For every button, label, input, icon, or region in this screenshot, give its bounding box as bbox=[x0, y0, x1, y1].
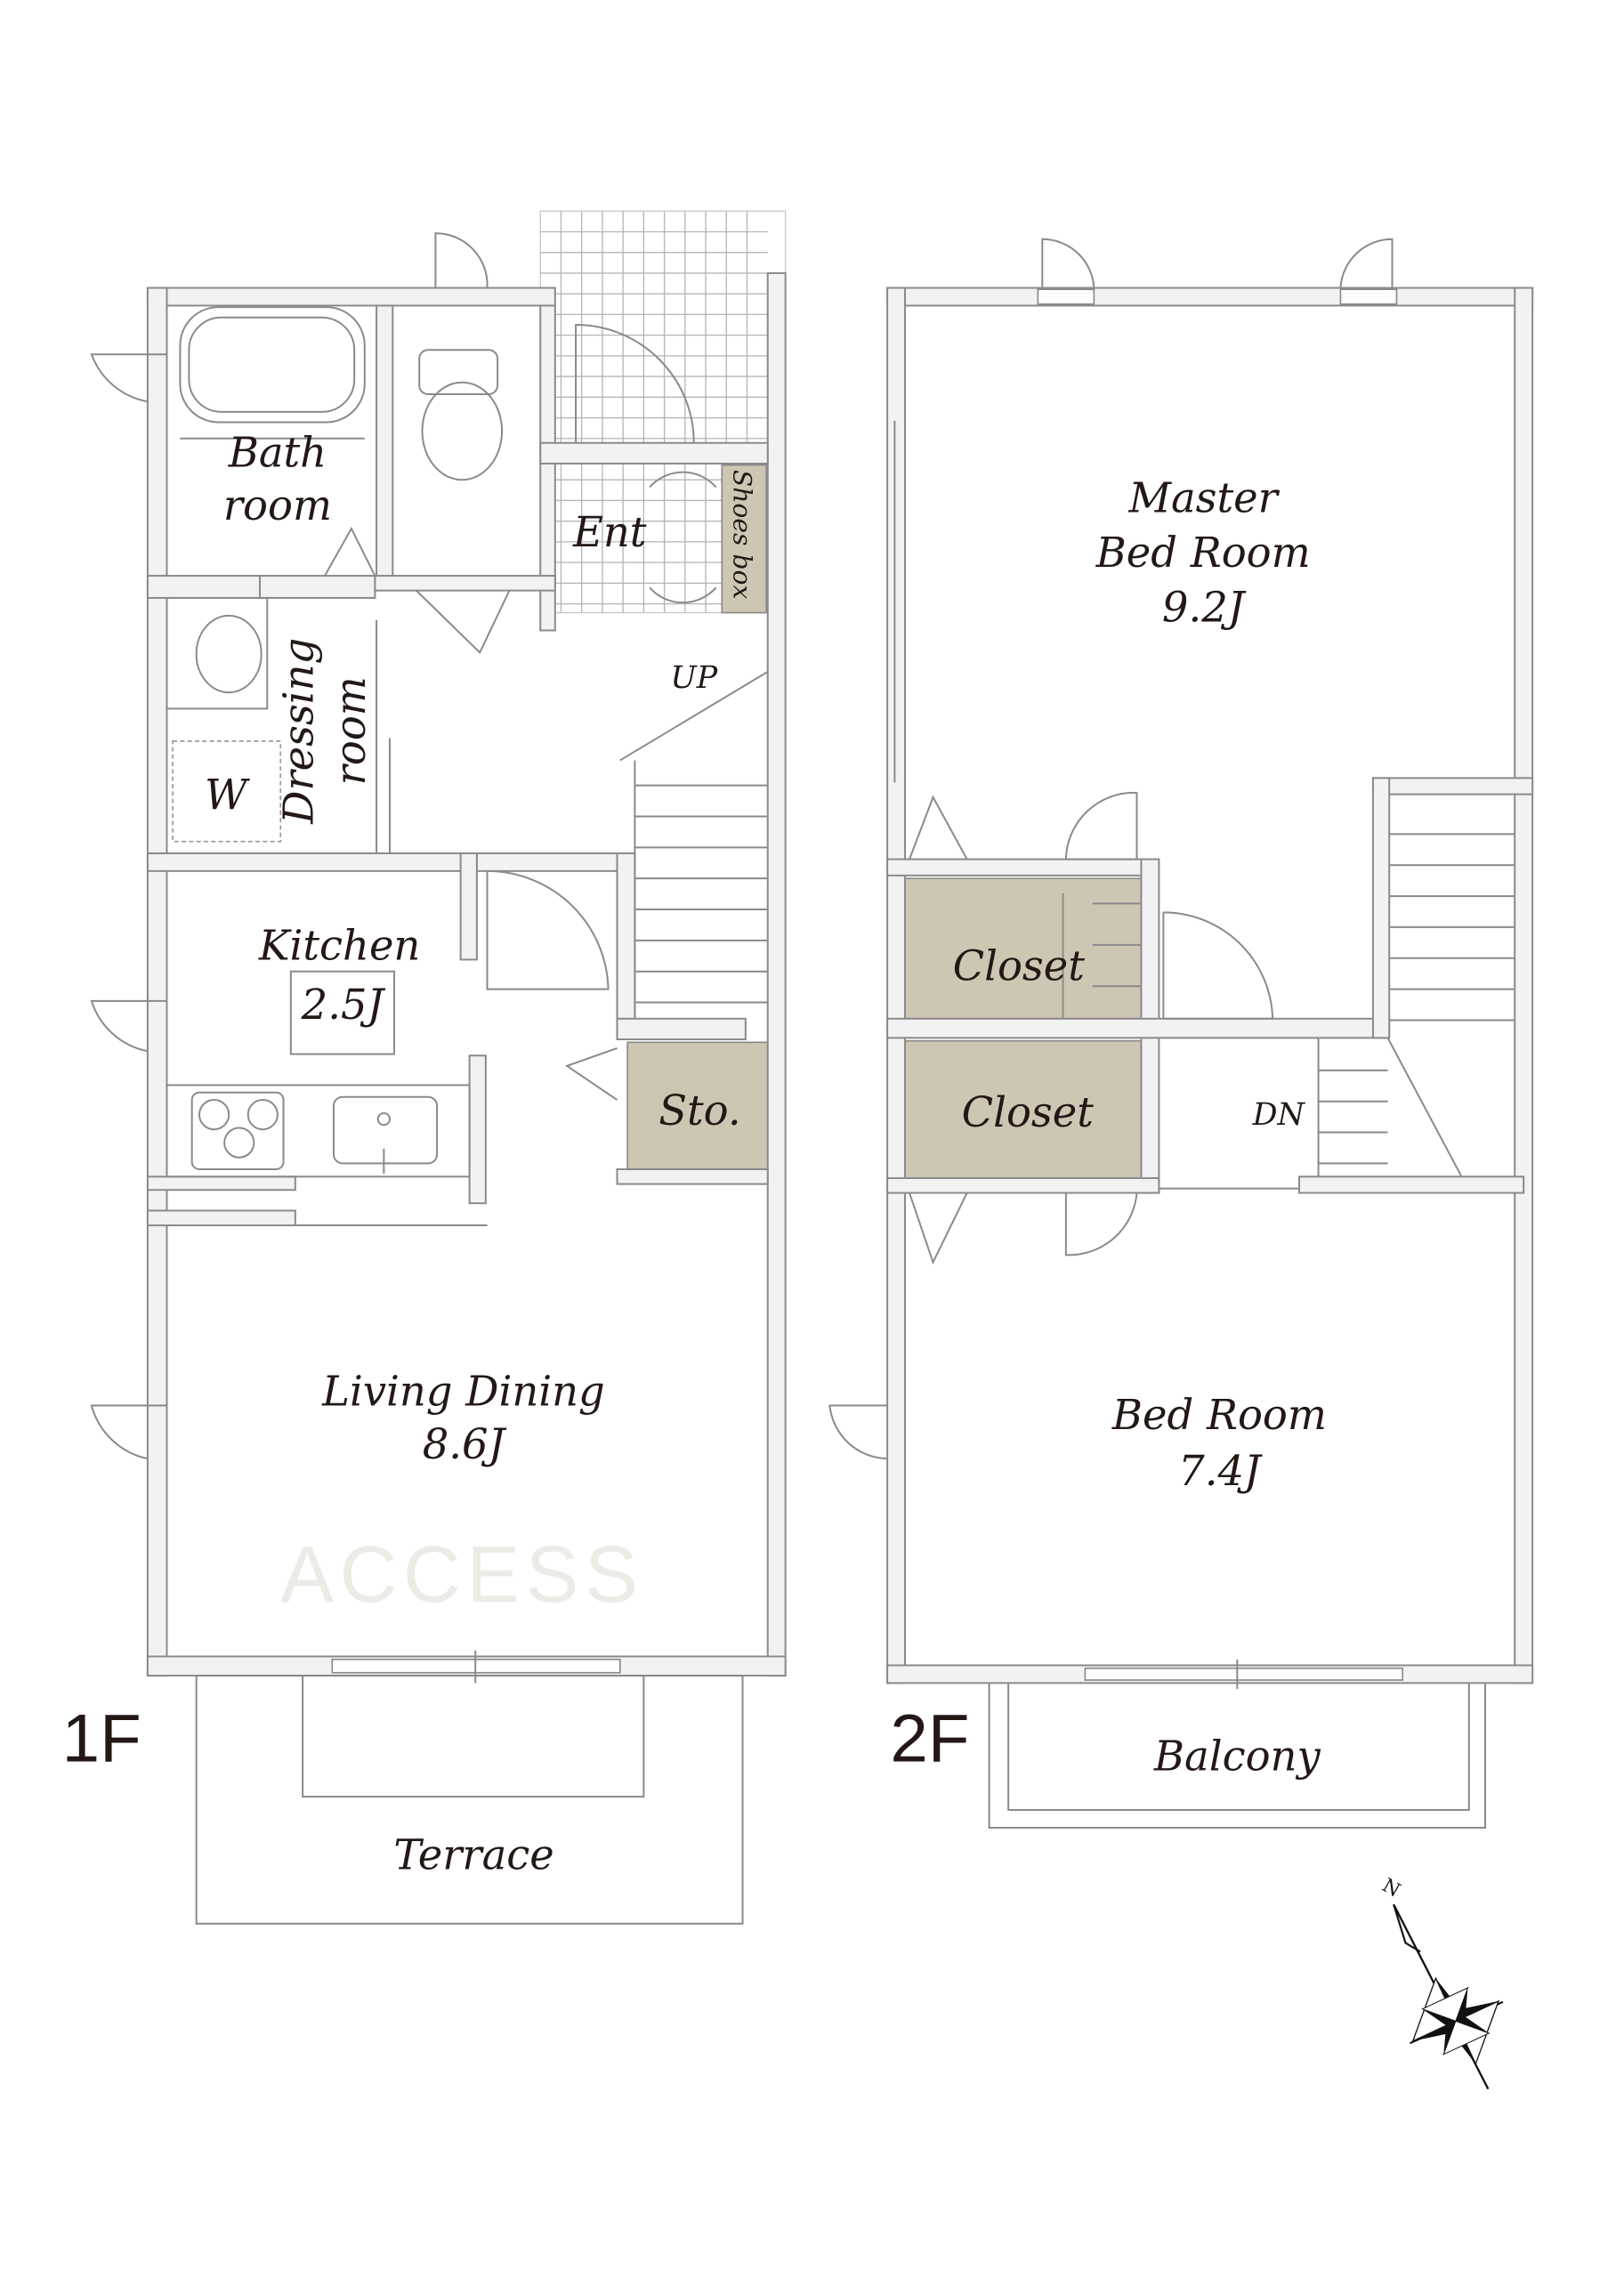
entrance-label: Ent bbox=[572, 508, 647, 556]
wall bbox=[146, 287, 168, 1677]
living-dining-size: 8.6J bbox=[423, 1420, 507, 1468]
closet-2-label: Closet bbox=[962, 1088, 1095, 1136]
bedroom-size: 7.4J bbox=[1178, 1447, 1263, 1495]
bath-room-label-2: room bbox=[223, 481, 332, 529]
doors-2f bbox=[828, 238, 1394, 1460]
stove-icon bbox=[190, 1091, 285, 1171]
master-bedroom-size: 9.2J bbox=[1162, 583, 1247, 631]
toilet-icon bbox=[418, 349, 504, 481]
kitchen-label: Kitchen bbox=[258, 921, 421, 969]
terrace bbox=[195, 1675, 744, 1925]
shoes-box bbox=[721, 464, 767, 614]
master-bedroom-label-1: Master bbox=[1127, 474, 1280, 522]
floor-2-label: 2F bbox=[890, 1700, 969, 1776]
floor-1: Bath room Ent Shoes box Dressing room W … bbox=[62, 210, 787, 1925]
bedroom-label: Bed Room bbox=[1111, 1391, 1327, 1439]
doors-1f bbox=[90, 232, 717, 1460]
closet-2 bbox=[904, 1039, 1143, 1179]
kitchen-label-box bbox=[289, 970, 395, 1055]
master-bedroom-label-2: Bed Room bbox=[1095, 529, 1311, 577]
staircase-2f bbox=[1317, 833, 1515, 1177]
shoes-box-label: Shoes box bbox=[728, 470, 757, 600]
stairs-down-label: DN bbox=[1252, 1097, 1306, 1133]
compass-icon: N bbox=[1378, 1875, 1504, 2090]
dressing-room-label-1: Dressing bbox=[275, 638, 323, 825]
kitchen-size: 2.5J bbox=[301, 981, 386, 1029]
watermark: ACCESS bbox=[280, 1530, 643, 1619]
wall bbox=[766, 271, 787, 1677]
storage-area bbox=[626, 1041, 769, 1183]
compass-north-label: N bbox=[1378, 1875, 1404, 1902]
balcony-label: Balcony bbox=[1153, 1732, 1321, 1780]
washer-label: W bbox=[205, 771, 250, 819]
washer-space bbox=[172, 740, 282, 843]
storage-label: Sto. bbox=[658, 1086, 740, 1135]
closet-1-label: Closet bbox=[953, 942, 1086, 990]
terrace-label: Terrace bbox=[393, 1830, 553, 1878]
entrance-tiles bbox=[539, 210, 787, 614]
bath-room-label-1: Bath bbox=[228, 428, 327, 476]
bathtub-icon bbox=[179, 306, 366, 424]
wall bbox=[146, 287, 556, 307]
sink-icon bbox=[332, 1095, 439, 1174]
staircase-1f bbox=[634, 760, 768, 1019]
floor-2: Master Bed Room 9.2J Closet Closet DN Be… bbox=[828, 238, 1534, 1829]
dressing-room-label-2: room bbox=[327, 676, 375, 785]
stairs-up-label: UP bbox=[670, 660, 717, 696]
living-dining-label: Living Dining bbox=[321, 1367, 605, 1415]
washbasin-icon bbox=[166, 596, 269, 710]
floor-1-label: 1F bbox=[62, 1700, 141, 1776]
